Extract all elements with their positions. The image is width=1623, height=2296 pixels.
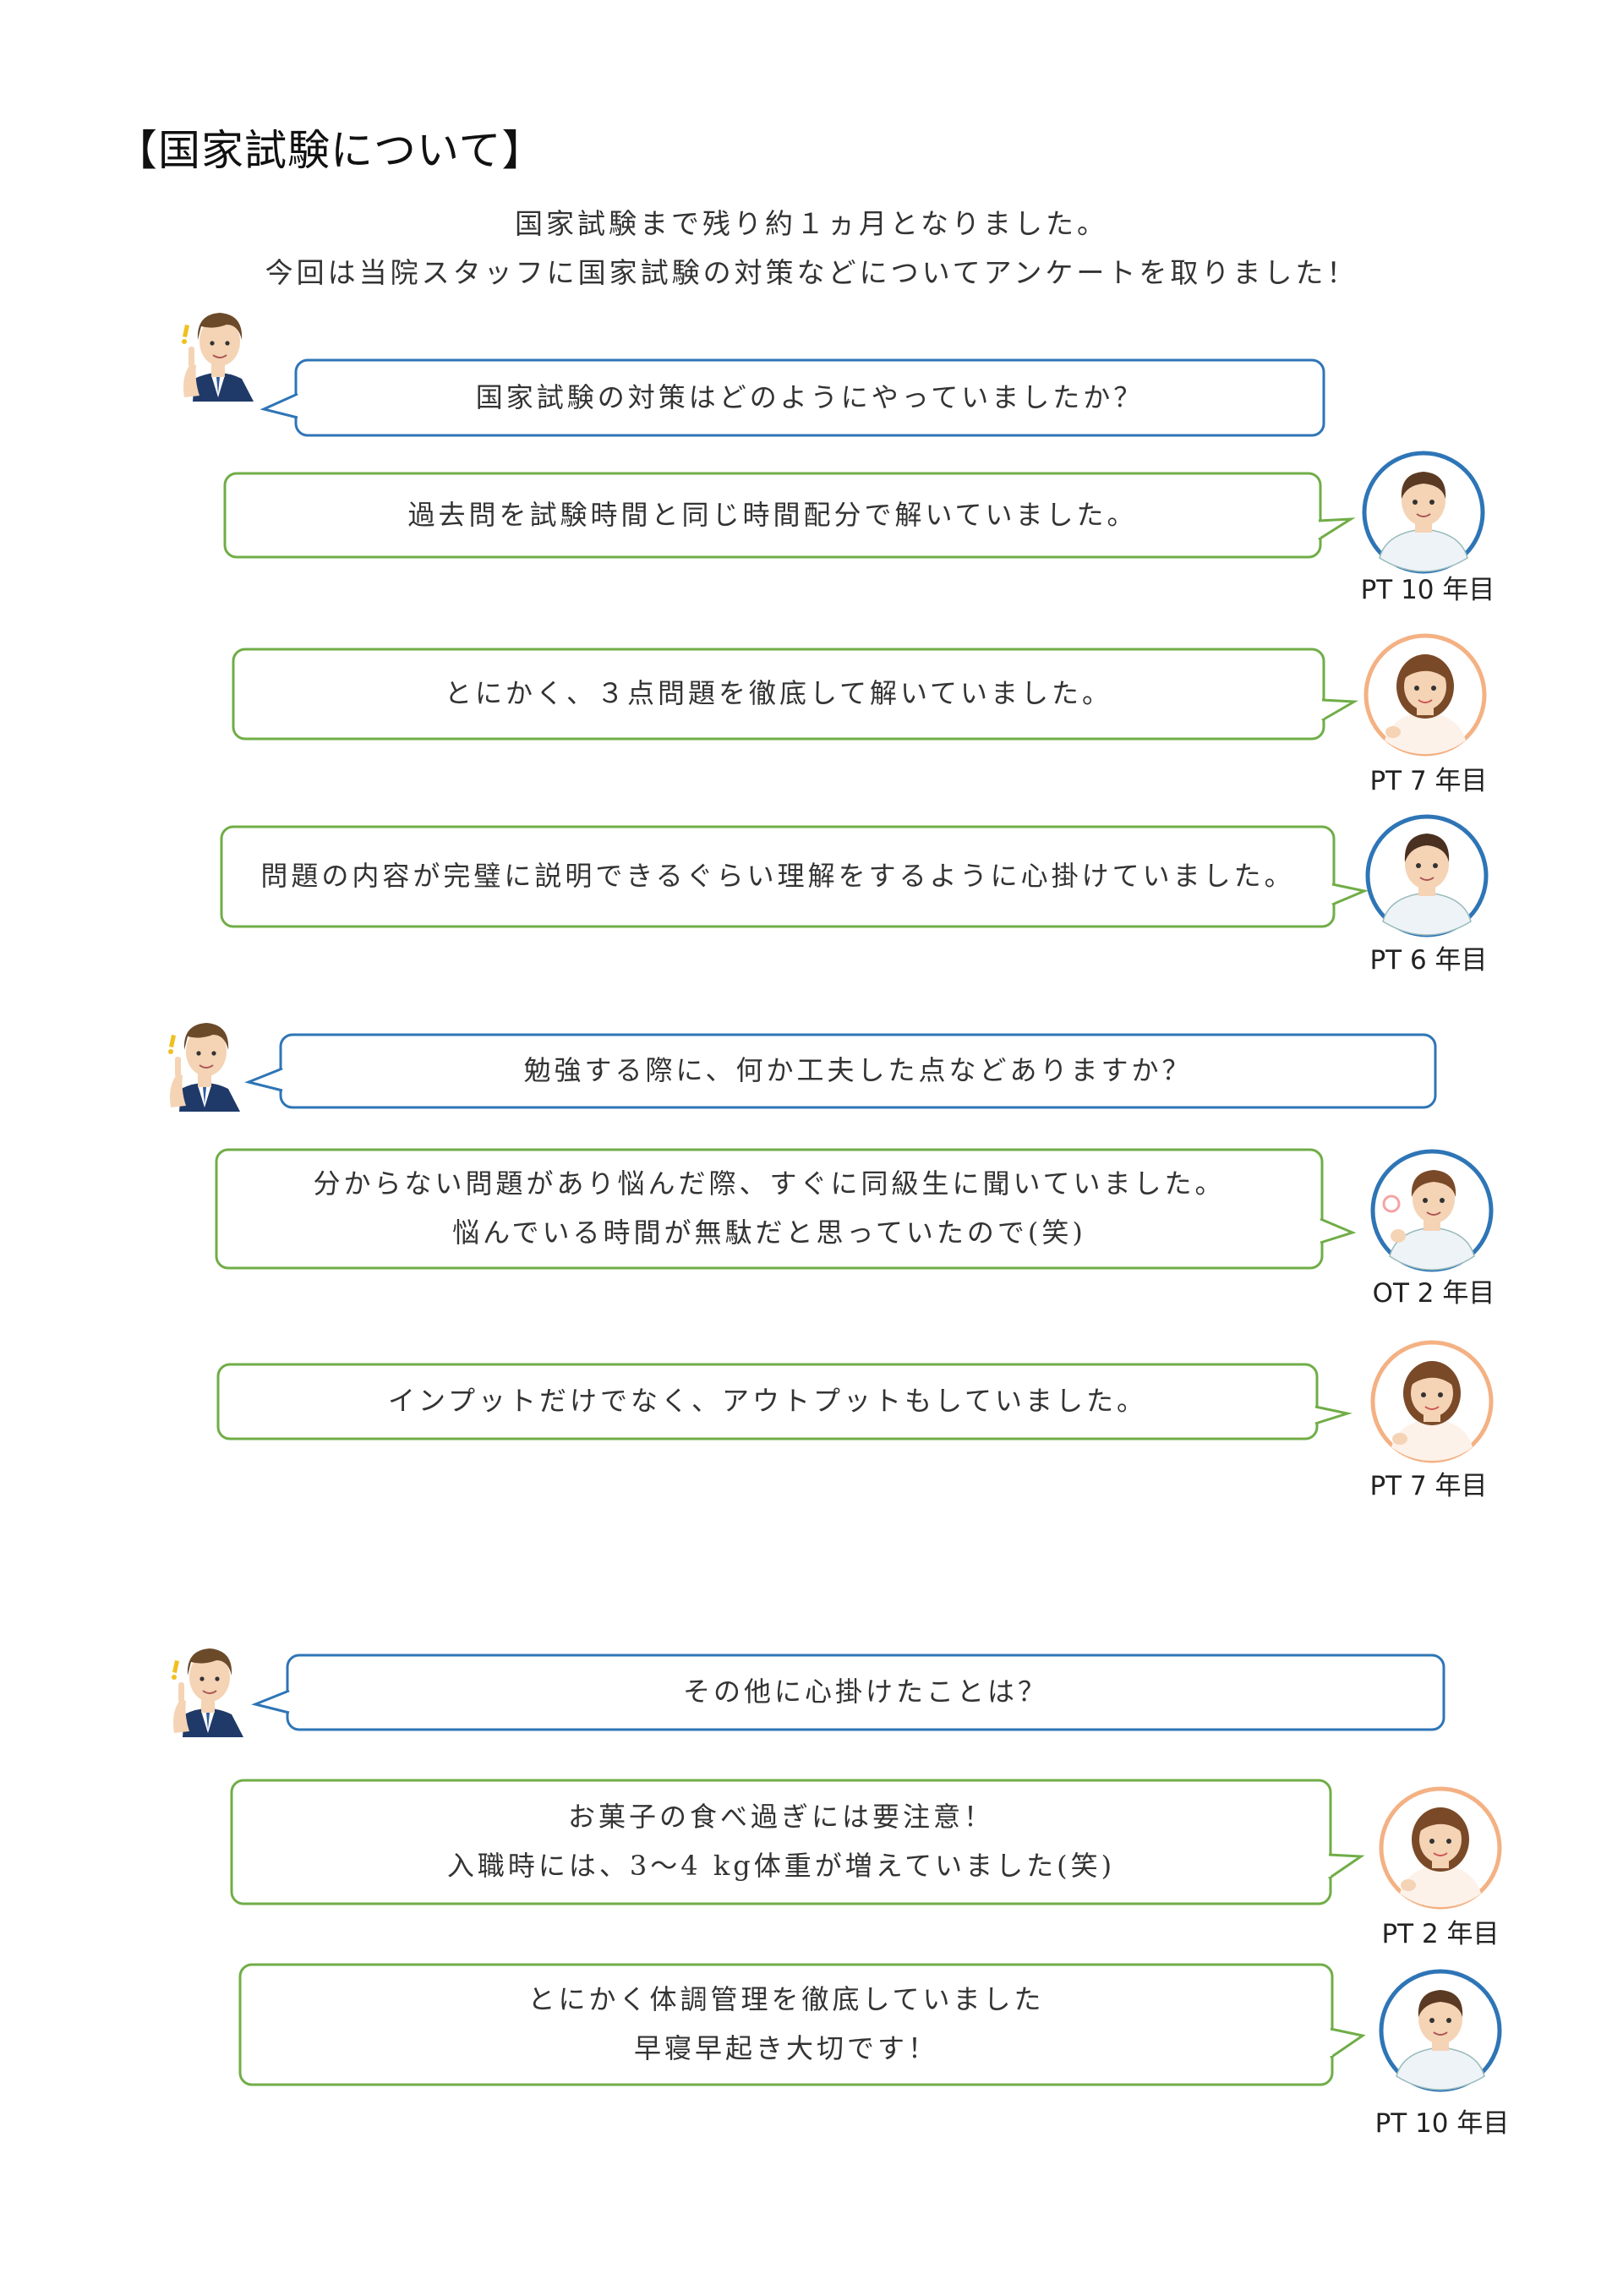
answer-bubble-1-3: 問題の内容が完璧に説明できるぐらい理解をするように心掛けていました。 <box>220 825 1369 930</box>
guide-character-icon <box>166 1640 250 1737</box>
intro-line-2: 今回は当院スタッフに国家試験の対策などについてアンケートを取りました！ <box>265 256 1358 289</box>
staff-role-label: PT 10 年目 <box>1360 575 1495 605</box>
guide-character-icon <box>162 1014 247 1112</box>
guide-character-icon <box>176 304 260 402</box>
question-bubble-2: 勉強する際に、何か工夫した点などありますか？ <box>244 1033 1439 1111</box>
answer-text-2-1: 分からない問題があり悩んだ際、すぐに同級生に聞いていました。 悩んでいる時間が無… <box>216 1148 1322 1270</box>
answer-line: 早寝早起き大切です！ <box>633 2032 938 2064</box>
answer-bubble-2-2: インプットだけでなく、アウトプットもしていました。 <box>216 1363 1352 1442</box>
answer-text-1-1: 過去問を試験時間と同じ時間配分で解いていました。 <box>407 498 1138 531</box>
staff-role-label: PT 7 年目 <box>1369 1471 1488 1501</box>
staff-avatar-female <box>1363 632 1488 757</box>
staff-avatar-male <box>1369 1148 1495 1273</box>
intro-line-1: 国家試験まで残り約１ヵ月となりました。 <box>514 207 1108 240</box>
staff-avatar-male <box>1364 813 1489 938</box>
question-text-2: 勉強する際に、何か工夫した点などありますか？ <box>523 1054 1193 1087</box>
staff-role-label: PT 7 年目 <box>1369 766 1488 796</box>
staff-role-label: PT 2 年目 <box>1381 1919 1500 1949</box>
question-text-1: 国家試験の対策はどのようにやっていましたか？ <box>475 380 1145 413</box>
answer-bubble-1-1: 過去問を試験時間と同じ時間配分で解いていました。 <box>223 472 1356 560</box>
answer-line: 入職時には、3～4 kg体重が増えていました(笑) <box>446 1850 1116 1882</box>
staff-avatar-female <box>1369 1339 1495 1464</box>
answer-bubble-3-1: お菓子の食べ過ぎには要注意！ 入職時には、3～4 kg体重が増えていました(笑) <box>230 1779 1365 1907</box>
answer-text-3-1: お菓子の食べ過ぎには要注意！ 入職時には、3～4 kg体重が増えていました(笑) <box>232 1779 1331 1905</box>
answer-line: 分からない問題があり悩んだ際、すぐに同級生に聞いていました。 <box>313 1167 1226 1200</box>
answer-line: お菓子の食べ過ぎには要注意！ <box>567 1801 994 1834</box>
staff-avatar-male <box>1361 450 1486 575</box>
answer-text-1-2: とにかく、３点問題を徹底して解いていました。 <box>444 677 1113 710</box>
staff-role-label: PT 6 年目 <box>1369 945 1488 976</box>
answer-bubble-2-1: 分からない問題があり悩んだ際、すぐに同級生に聞いていました。 悩んでいる時間が無… <box>215 1148 1357 1271</box>
answer-text-3-2: とにかく体調管理を徹底していました 早寝早起き大切です！ <box>240 1963 1332 2086</box>
answer-text-2-2: インプットだけでなく、アウトプットもしていました。 <box>387 1385 1148 1418</box>
answer-line: とにかく体調管理を徹底していました <box>527 1983 1045 2016</box>
staff-role-label: OT 2 年目 <box>1372 1278 1495 1309</box>
answer-line: 悩んでいる時間が無駄だと思っていたので(笑) <box>452 1216 1086 1249</box>
page-title: 【国家試験について】 <box>115 126 545 175</box>
question-bubble-1: 国家試験の対策はどのようにやっていましたか？ <box>260 358 1327 439</box>
answer-text-1-3: 問題の内容が完璧に説明できるぐらい理解をするように心掛けていました。 <box>260 860 1295 893</box>
answer-bubble-3-2: とにかく体調管理を徹底していました 早寝早起き大切です！ <box>238 1963 1366 2088</box>
staff-role-label: PT 10 年目 <box>1374 2108 1510 2139</box>
answer-bubble-1-2: とにかく、３点問題を徹底して解いていました。 <box>232 648 1359 742</box>
question-bubble-3: その他に心掛けたことは？ <box>251 1654 1447 1733</box>
question-text-3: その他に心掛けたことは？ <box>682 1676 1048 1708</box>
staff-avatar-male <box>1378 1968 1503 2093</box>
staff-avatar-female <box>1378 1785 1503 1911</box>
